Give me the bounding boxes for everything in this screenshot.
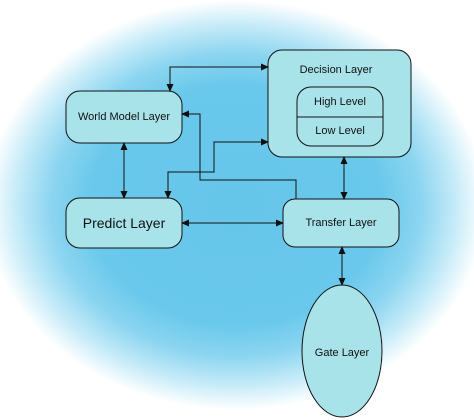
edge-transfer-worldmodel	[181, 110, 297, 199]
transfer-label: Transfer Layer	[305, 217, 377, 229]
predict-label: Predict Layer	[82, 215, 166, 231]
decision-label: Decision Layer	[299, 64, 373, 76]
low-level-label: Low Level	[315, 125, 365, 137]
edge-worldmodel-decision	[166, 63, 269, 92]
edge-predict-decision	[164, 138, 269, 199]
high-level-label: High Level	[314, 96, 366, 108]
world-model-label: World Model Layer	[77, 111, 171, 123]
gate-label: Gate Layer	[314, 347, 370, 359]
